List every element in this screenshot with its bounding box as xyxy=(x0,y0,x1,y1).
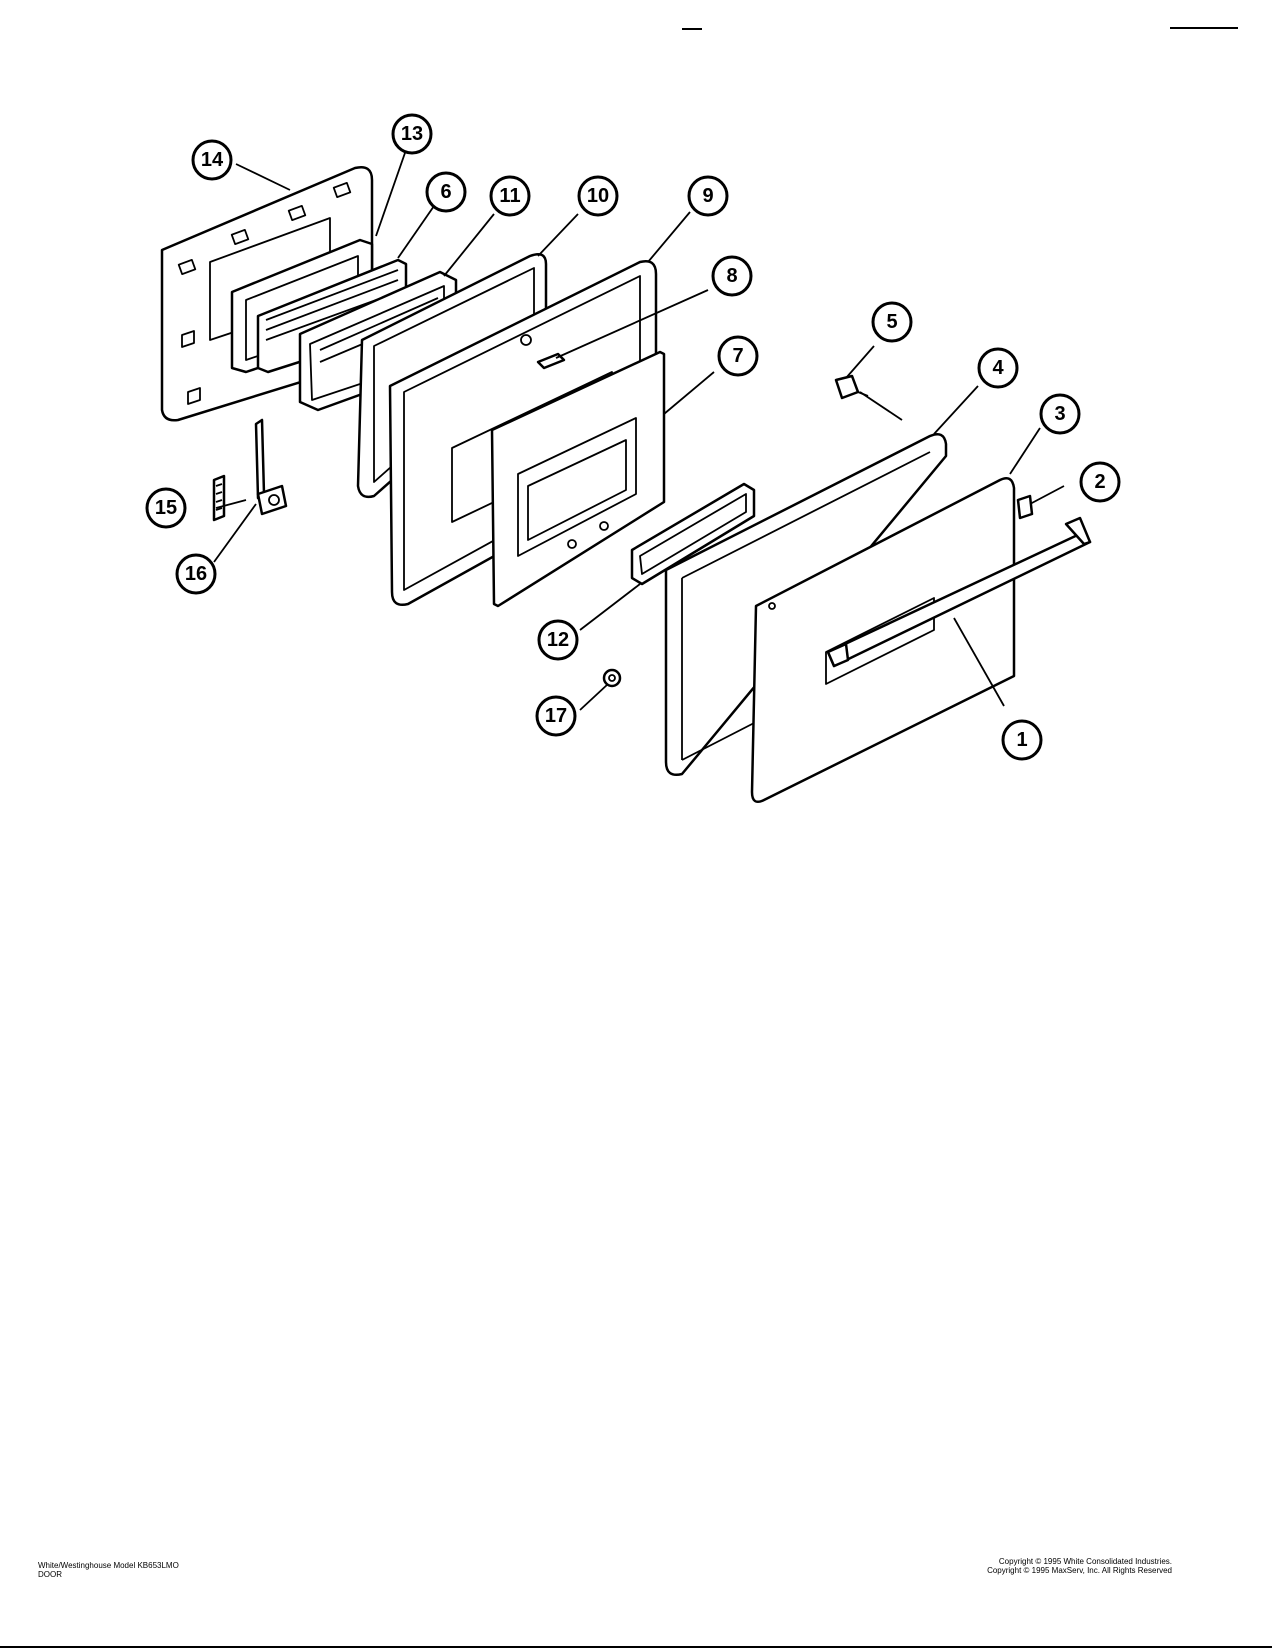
callout-13: 13 xyxy=(391,113,433,155)
callout-6: 6 xyxy=(425,171,467,213)
svg-text:7: 7 xyxy=(732,345,743,367)
footer-copyright-line-1: Copyright © 1995 White Consolidated Indu… xyxy=(998,1557,1172,1566)
callout-10: 10 xyxy=(577,175,619,217)
svg-text:2: 2 xyxy=(1094,471,1105,493)
footer-copyright-line-2: Copyright © 1995 MaxServ, Inc. All Right… xyxy=(987,1566,1172,1575)
part-16-hinge xyxy=(254,418,288,516)
callout-16: 16 xyxy=(175,553,217,595)
callout-11: 11 xyxy=(489,175,531,217)
svg-text:3: 3 xyxy=(1054,403,1065,425)
callout-15: 15 xyxy=(145,487,187,529)
part-7-heat-shield xyxy=(490,350,666,608)
callout-12: 12 xyxy=(537,619,579,661)
part-17-grommet xyxy=(602,668,622,688)
svg-text:12: 12 xyxy=(547,629,569,651)
callout-2: 2 xyxy=(1079,461,1121,503)
leader-lines xyxy=(213,149,1065,711)
svg-text:1: 1 xyxy=(1016,729,1027,751)
svg-text:14: 14 xyxy=(201,149,224,171)
part-12-vent-channel xyxy=(630,482,756,586)
svg-text:11: 11 xyxy=(499,185,520,207)
footer-model-line: White/Westinghouse Model KB653LMO xyxy=(38,1561,179,1570)
svg-text:16: 16 xyxy=(185,563,207,585)
svg-text:5: 5 xyxy=(886,311,897,333)
footer-copyright: Copyright © 1995 White Consolidated Indu… xyxy=(987,1557,1172,1575)
part-15-hinge-spring xyxy=(212,474,226,522)
callout-9: 9 xyxy=(687,175,729,217)
top-dash-mark xyxy=(682,28,702,30)
top-rule-mark xyxy=(1170,27,1238,29)
part-1-door-handle xyxy=(826,516,1092,668)
bottom-rule xyxy=(0,1646,1272,1648)
callout-14: 14 xyxy=(191,139,233,181)
svg-text:8: 8 xyxy=(726,265,737,287)
svg-text:10: 10 xyxy=(587,185,609,207)
footer-section-line: DOOR xyxy=(38,1570,62,1579)
footer-model-info: White/Westinghouse Model KB653LMO DOOR xyxy=(38,1561,179,1579)
svg-text:9: 9 xyxy=(702,185,713,207)
callout-17: 17 xyxy=(535,695,577,737)
callout-3: 3 xyxy=(1039,393,1081,435)
svg-text:15: 15 xyxy=(155,497,177,519)
svg-text:4: 4 xyxy=(992,357,1004,379)
svg-text:17: 17 xyxy=(545,705,567,727)
callout-7: 7 xyxy=(717,335,759,377)
part-2-end-cap xyxy=(1016,494,1034,520)
svg-text:13: 13 xyxy=(401,123,423,145)
callout-4: 4 xyxy=(977,347,1019,389)
svg-text:6: 6 xyxy=(440,181,451,203)
callout-8: 8 xyxy=(711,255,753,297)
callout-5: 5 xyxy=(871,301,913,343)
callout-1: 1 xyxy=(1001,719,1043,761)
